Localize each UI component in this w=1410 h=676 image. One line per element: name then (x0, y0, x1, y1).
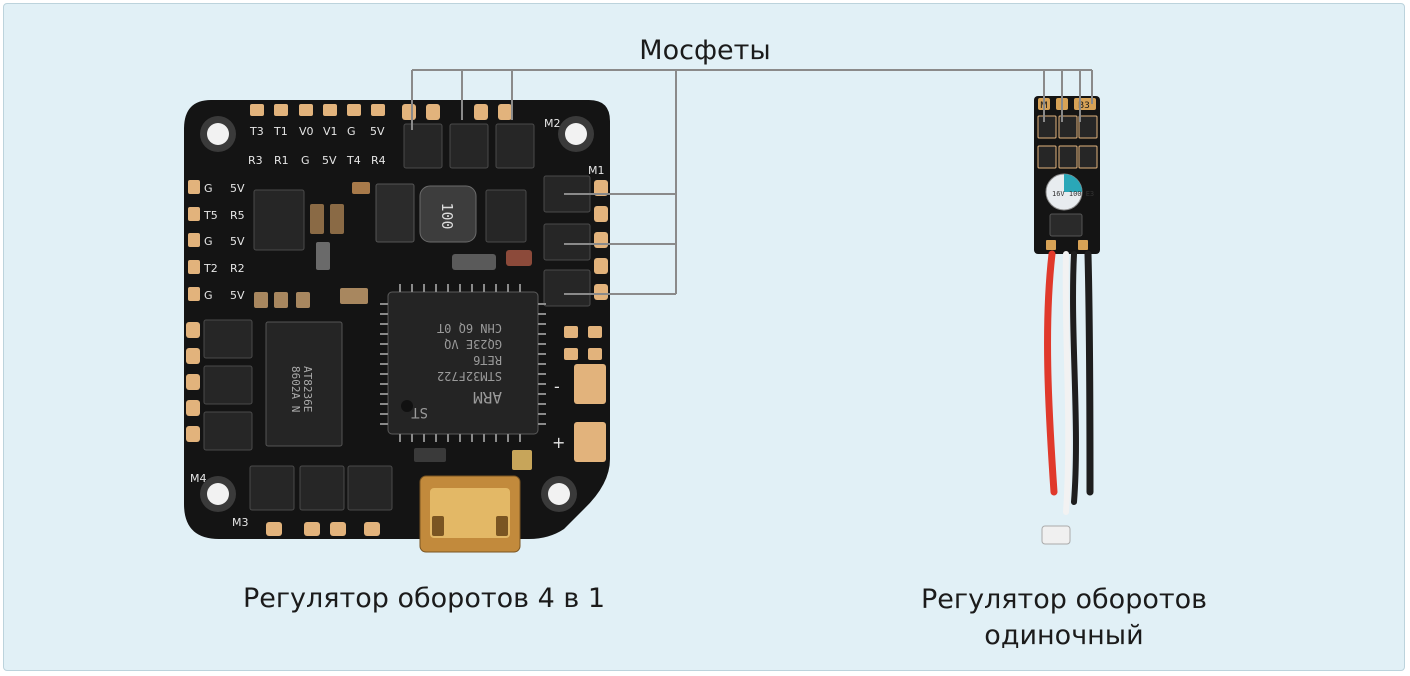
label-esc-4in1: Регулятор оборотов 4 в 1 (242, 583, 606, 614)
silk-top-row-1-3: V1 (323, 125, 338, 138)
esc-4in1-board: T3 T1 V0 V1 G 5V R3 R1 G 5V T4 R4 G T5 G… (184, 100, 610, 553)
driver-marking-2: 8602A N (289, 366, 302, 412)
signal-pads-left (188, 180, 200, 301)
board-mosfets (203, 123, 591, 511)
silk-top-row-1-1: T1 (273, 125, 288, 138)
esc-single-ic (1049, 213, 1083, 237)
capacitor: 16V 100 E3 (1045, 173, 1094, 211)
mcu-marking-3: GQ23E VQ (444, 337, 502, 351)
mcu-marking-5: ST (411, 404, 428, 420)
wire-red (1044, 250, 1058, 496)
silk-top-row-2-3: 5V (322, 154, 337, 167)
silk-left-col-2-0: 5V (230, 182, 245, 195)
inductor: 100 (419, 185, 477, 243)
silk-top-row-1-5: 5V (370, 125, 385, 138)
silk-top-row-2-5: R4 (371, 154, 386, 167)
wire-black-2 (1084, 250, 1094, 496)
esc-pad-label-b3: B3 (1078, 101, 1090, 111)
silk-top-row-1-2: V0 (299, 125, 314, 138)
small-components (253, 182, 532, 470)
silk-top-row-1-0: T3 (249, 125, 264, 138)
silk-top-row-2-4: T4 (346, 154, 361, 167)
silk-left-col-1-2: G (204, 235, 213, 248)
mcu-pins (380, 284, 546, 442)
battery-pads (564, 326, 606, 462)
silk-top-row-2-1: R1 (274, 154, 289, 167)
silk-left-col-2-3: R2 (230, 262, 245, 275)
label-esc-single: Регулятор оборотов одиночный (920, 584, 1208, 651)
silk-left-col-1-4: G (204, 289, 213, 302)
silk-left-col-1-0: G (204, 182, 213, 195)
silk-left-col-2-4: 5V (230, 289, 245, 302)
connector-plug (1041, 525, 1071, 545)
silk-plus: + (552, 433, 565, 452)
esc-single-pad-ground (1078, 240, 1088, 250)
mcu-marking-4: CHN 6Q 0T (437, 321, 502, 335)
silk-left-col-1-3: T2 (203, 262, 218, 275)
mcu-marking-0: ARM (473, 388, 502, 407)
wire-black-1 (1070, 251, 1079, 505)
mosfet-callout-lines (411, 69, 1093, 295)
esc-single-pad-power (1046, 240, 1056, 250)
silk-left-col-1-1: T5 (203, 209, 218, 222)
diagram-frame: T3 T1 V0 V1 G 5V R3 R1 G 5V T4 R4 G T5 G… (3, 3, 1405, 671)
mcu-marking-1: STM32F722 (437, 369, 502, 383)
silk-motor-m2: M2 (544, 117, 561, 130)
mounting-holes (200, 116, 594, 512)
driver-chip: AT8236E 8602A N (265, 321, 343, 447)
silk-top-row-1-4: G (347, 125, 356, 138)
silk-left-col-2-2: 5V (230, 235, 245, 248)
usb-connector (419, 475, 521, 553)
wire-white (1062, 251, 1072, 515)
silk-motor-m3: M3 (232, 516, 249, 529)
inductor-marking: 100 (438, 202, 456, 229)
mcu-chip: ARM STM32F722 RET6 GQ23E VQ CHN 6Q 0T ST (380, 284, 546, 442)
silk-motor-m1: M1 (588, 164, 605, 177)
signal-pads-top (250, 104, 385, 116)
silk-minus: - (554, 377, 560, 396)
diagram-canvas: T3 T1 V0 V1 G 5V R3 R1 G 5V T4 R4 G T5 G… (184, 69, 1100, 553)
label-mosfets: Мосфеты (639, 35, 771, 66)
driver-marking-1: AT8236E (301, 366, 314, 412)
silk-top-row-2-2: G (301, 154, 310, 167)
mcu-marking-2: RET6 (473, 353, 502, 367)
silk-top-row-2-0: R3 (248, 154, 263, 167)
esc-single-board: M B3 16V 100 E3 (1034, 96, 1100, 545)
silk-left-col-2-1: R5 (230, 209, 245, 222)
silk-motor-m4: M4 (190, 472, 207, 485)
esc-single-mosfets (1037, 115, 1098, 169)
capacitor-marking: 16V 100 E3 (1052, 190, 1094, 198)
